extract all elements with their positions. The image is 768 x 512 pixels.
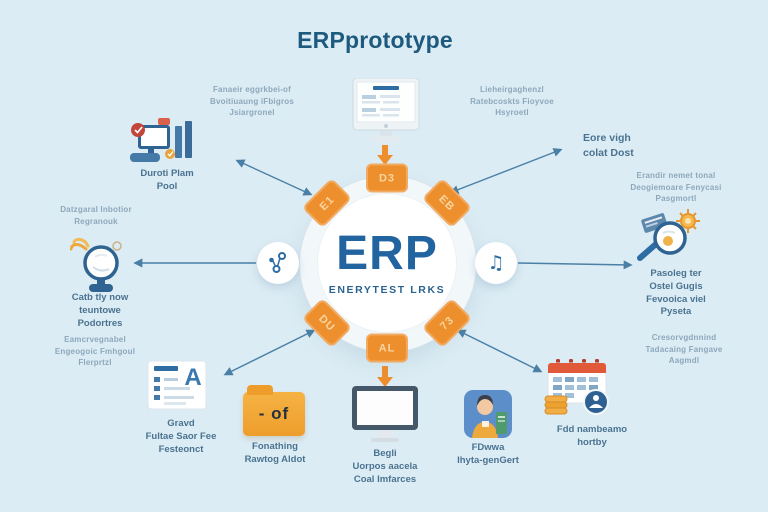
label-line: Rawtog Aldot — [244, 453, 306, 465]
globe-wings-icon — [70, 237, 122, 292]
page-title: ERPprototype — [297, 27, 453, 53]
report-monitor-icon — [352, 78, 420, 143]
hub-subtitle: ENERYTEST LRKS — [328, 284, 446, 296]
label-line: Catb tly now — [71, 292, 129, 303]
connector-right-upper — [449, 148, 563, 194]
note-line: Jsiargronel — [229, 108, 275, 118]
connector-calendar — [456, 329, 543, 373]
magnifier-gear-icon — [637, 209, 700, 261]
label-line: Fevooica viel — [646, 293, 706, 305]
label-line: Ihyta-genGert — [457, 454, 519, 466]
folder-tab — [247, 385, 273, 395]
note-right: Erandir nemet tonal Deogiemoare Fenycasi… — [606, 170, 746, 205]
note-line: Hsyroetl — [495, 108, 529, 118]
note-line: Deogiemoare Fenycasi — [630, 182, 722, 192]
note-top-right: Lieheirgaghenzl Ratebcoskts Fioyvoe Hsyr… — [454, 84, 570, 119]
music-badge: ♫ — [475, 242, 517, 284]
note-line: Flerprtzl — [78, 358, 112, 368]
connector-search — [517, 260, 633, 270]
devices-label: Duroti Plam Pool — [112, 168, 222, 194]
note-right-upper: Eore vigh colat Dost — [583, 131, 678, 161]
label-line: Gravd — [167, 418, 195, 429]
connector-devices — [235, 159, 313, 196]
person-label: FDwwa Ihyta-genGert — [432, 442, 544, 468]
arrow-down-bottom-head — [377, 377, 393, 387]
document-letter: A — [184, 364, 201, 391]
music-note-icon: ♫ — [487, 251, 505, 274]
calendar-label: Fdd nambeamo hortby — [536, 424, 648, 450]
label-line: Duroti Plam — [140, 168, 194, 179]
arrow-down-top-head — [377, 155, 393, 165]
label-line: Begli — [373, 448, 397, 459]
label-line: Coal Imfarces — [353, 473, 417, 485]
note-line: Erandir nemet tonal — [636, 171, 716, 180]
note-left: Datzgaral Inbotior Regranouk — [33, 204, 159, 227]
note-line: Cresorvgdnnind — [651, 333, 717, 342]
folder-icon: - of — [243, 385, 305, 436]
label-line: FDwwa — [471, 442, 505, 453]
person-avatar-icon — [464, 390, 512, 438]
orange-arrows — [377, 145, 393, 387]
arrow-down-bottom-shaft — [382, 366, 388, 377]
note-top-left: Fanaeir eggrkbei-of Bvoitiuaung iFbigros… — [194, 84, 310, 119]
search-label: Pasoleg ter Ostel Gugis Fevooica viel Py… — [626, 268, 726, 319]
note-line: Tadacaing Fangave — [645, 344, 723, 354]
share-badge — [257, 242, 299, 284]
folder-label: Fonathing Rawtog Aldot — [217, 441, 333, 467]
label-line: Podortres — [77, 317, 123, 329]
ring-node-bottom: AL — [366, 333, 408, 363]
share-nodes-icon — [269, 252, 286, 273]
ring-node-top: D3 — [366, 163, 408, 193]
note-line: Bvoitiuaung iFbigros — [210, 96, 294, 106]
document-label: Gravd Fultae Saor Fee Festeonct — [125, 418, 237, 456]
note-bottom-left: Eamcrvegnabel Engeogoic Fmhgoul Flerprtz… — [30, 334, 160, 369]
label-line: teuntowe — [79, 304, 121, 316]
label-line: Ostel Gugis — [649, 280, 703, 292]
note-bottom-right: Cresorvgdnnind Tadacaing Fangave Aagmdl — [614, 332, 754, 367]
folder-text: - of — [258, 404, 290, 423]
label-line: Pool — [156, 180, 178, 192]
label-line: Fdd nambeamo — [556, 424, 628, 435]
note-line: Regranouk — [74, 216, 118, 226]
label-line: Fonathing — [252, 441, 298, 452]
note-line: Ratebcoskts Fioyvoe — [470, 96, 554, 106]
label-line: Fultae Saor Fee — [145, 430, 217, 442]
note-line: Fanaeir eggrkbei-of — [212, 85, 292, 94]
hub-title: ERP — [336, 227, 438, 280]
document-a-icon: A — [147, 360, 207, 410]
label-line: Pasoleg ter — [650, 268, 702, 279]
desktop-monitor-icon — [352, 386, 418, 442]
arrow-down-top-shaft — [382, 145, 388, 155]
note-line: Datzgaral Inbotior — [60, 205, 132, 214]
note-line: Pasgmortl — [655, 194, 697, 204]
label-line: hortby — [577, 436, 607, 448]
computer-chart-icon — [130, 118, 192, 162]
label-line: Pyseta — [660, 306, 692, 318]
note-line: Eore vigh — [583, 132, 631, 144]
connector-document — [223, 329, 316, 376]
note-line: Engeogoic Fmhgoul — [54, 346, 136, 356]
monitor-label: Begli Uorpos aacela Coal Imfarces — [329, 448, 441, 486]
label-line: Festeonct — [158, 443, 204, 455]
note-line: Lieheirgaghenzl — [480, 85, 544, 94]
hub-center: ERP ENERYTEST LRKS — [317, 193, 457, 333]
calendar-finance-icon — [544, 359, 609, 415]
note-line: Eamcrvegnabel — [64, 335, 126, 344]
label-line: Uorpos aacela — [352, 460, 418, 472]
globe-label: Catb tly now teuntowe Podortres — [47, 292, 153, 330]
note-line: colat Dost — [583, 147, 634, 160]
note-line: Aagmdl — [668, 356, 700, 366]
